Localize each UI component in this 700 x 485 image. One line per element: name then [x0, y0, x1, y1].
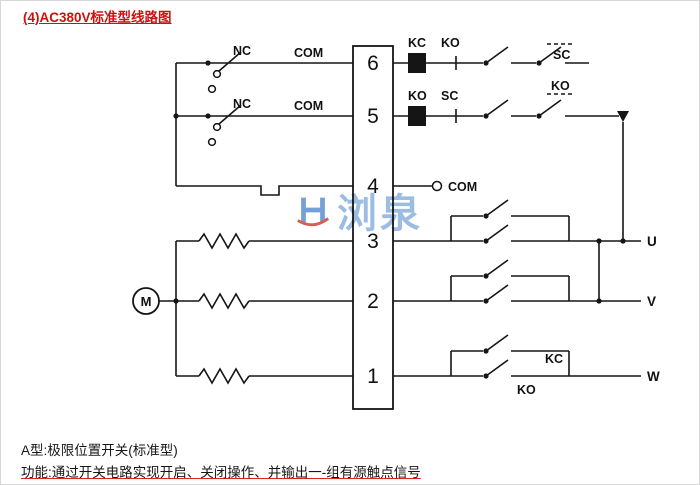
label-phase-v: V: [647, 294, 656, 309]
nc-terminal-row5-a: [212, 122, 222, 132]
terminal-5: 5: [367, 105, 379, 128]
terminal-4: 4: [367, 175, 379, 198]
label-nc-row5: NC: [233, 97, 251, 111]
label-ko-contact-row6: KO: [441, 36, 460, 50]
terminal-block-body: [352, 45, 394, 410]
label-com-row6: COM: [294, 46, 323, 60]
terminal-1: 1: [367, 365, 379, 388]
label-sc-contact-row6: SC: [553, 48, 570, 62]
label-sc-contact-row5: SC: [441, 89, 458, 103]
label-ko-contact-row1: KO: [517, 383, 536, 397]
label-phase-w: W: [647, 369, 660, 384]
nc-terminal-row6-a: [212, 69, 222, 79]
circuit-diagram: 6 5 4 3 2 1 M NC COM NC COM KC KO SC KO …: [132, 36, 660, 410]
label-com-row5: COM: [294, 99, 323, 113]
label-nc-row6: NC: [233, 44, 251, 58]
resistor-row1: [198, 367, 250, 385]
open-terminals: [207, 69, 443, 192]
switch-contacts: [218, 43, 575, 377]
label-phase-u: U: [647, 234, 657, 249]
terminal-3: 3: [367, 230, 379, 253]
wiring-lines: [159, 62, 641, 377]
wire-labels: NC COM NC COM KC KO SC KO SC KO COM U V …: [233, 36, 660, 397]
resistor-row3: [198, 232, 250, 250]
contact-arms: [218, 46, 562, 377]
label-com-row4: COM: [448, 180, 477, 194]
motor-label: M: [141, 294, 152, 309]
footer-type-note: A型:极限位置开关(标准型): [21, 443, 178, 458]
page-title: (4)AC380V标准型线路图: [23, 10, 172, 25]
down-arrow-icon: [617, 111, 629, 122]
label-ko-contact-row5: KO: [551, 79, 570, 93]
resistor-row2: [198, 292, 250, 310]
footer-function-note: 功能:通过开关电路实现开启、关闭操作、并输出一-组有源触点信号: [21, 465, 421, 480]
nc-terminal-row5-b: [207, 137, 217, 147]
label-kc-contact-row1: KC: [545, 352, 563, 366]
wire-paths: [159, 62, 641, 377]
terminal-2: 2: [367, 290, 379, 313]
label-kc-coil-row6: KC: [408, 36, 426, 50]
terminal-block: 6 5 4 3 2 1: [352, 45, 394, 410]
kc-coil: [408, 53, 426, 73]
terminal-6: 6: [367, 52, 379, 75]
linkage-dashes: [547, 43, 575, 95]
label-ko-coil-row5: KO: [408, 89, 427, 103]
resistors: [198, 232, 250, 385]
com-terminal-row4: [431, 180, 443, 192]
relay-coils: [408, 53, 426, 126]
junction-dots: [173, 60, 626, 379]
nc-terminal-row6-b: [207, 84, 217, 94]
ko-coil: [408, 106, 426, 126]
motor-symbol: M: [132, 287, 160, 315]
motor-circle: [132, 287, 160, 315]
